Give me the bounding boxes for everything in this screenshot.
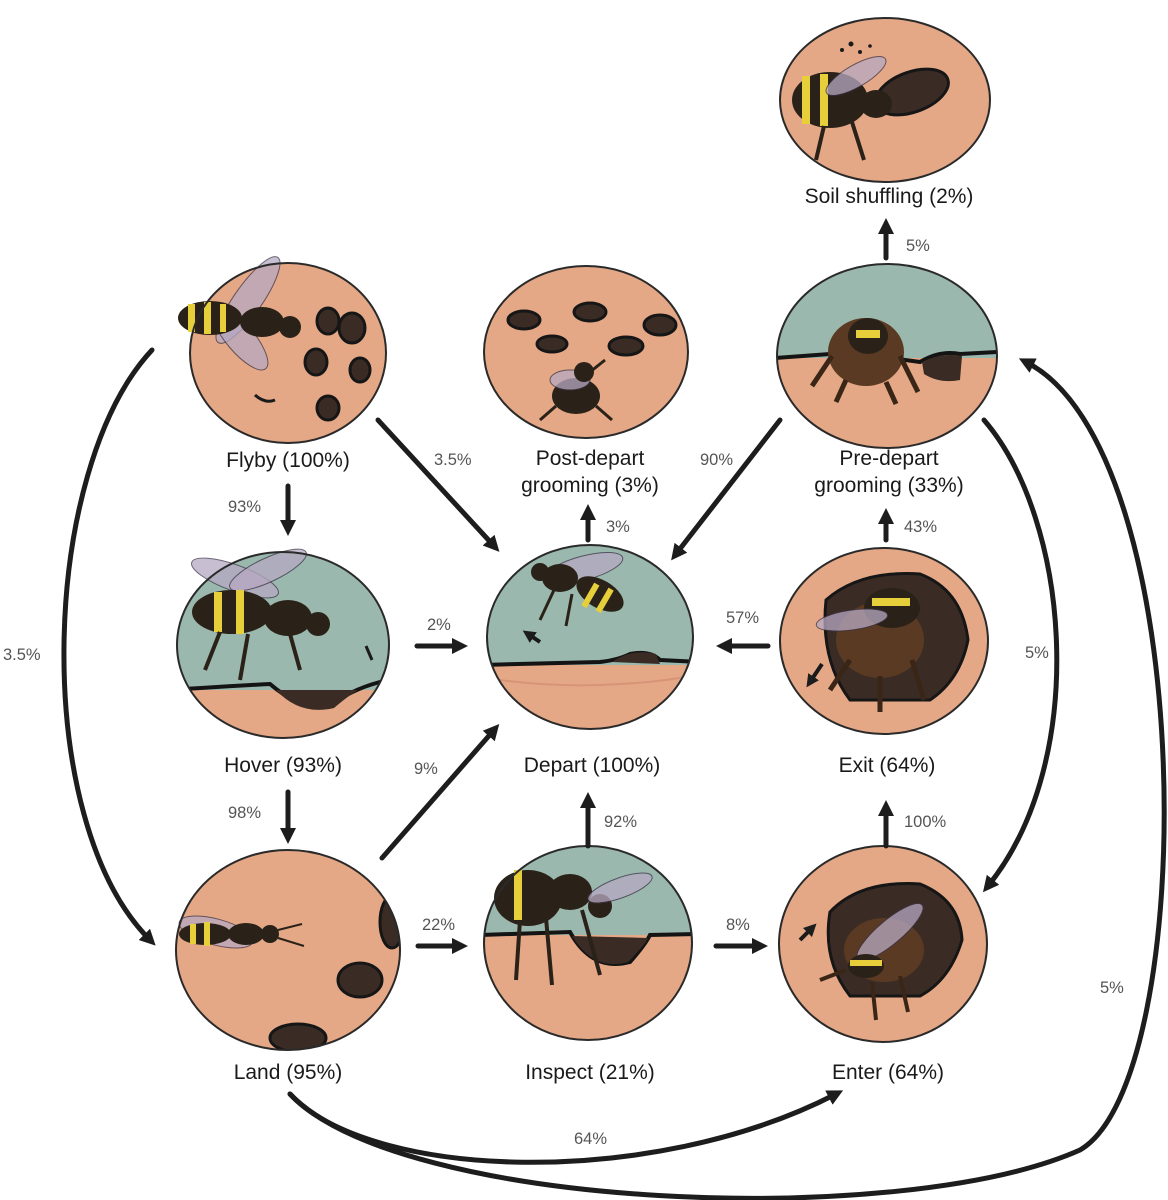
node-label-pre-depart-line2: grooming (33%) bbox=[814, 474, 963, 497]
edge-flyby-land bbox=[61, 347, 156, 946]
edge-flyby-depart bbox=[375, 417, 500, 552]
node-label-inspect: Inspect (21%) bbox=[525, 1061, 655, 1084]
wasp-icon bbox=[178, 256, 301, 371]
node-label-flyby: Flyby (100%) bbox=[226, 449, 350, 472]
node-label-exit: Exit (64%) bbox=[839, 754, 936, 777]
edge-label-land-pre-depart: 5% bbox=[1100, 979, 1124, 997]
soil-particles-icon bbox=[840, 41, 872, 54]
depart-illustration bbox=[486, 544, 694, 730]
motion-arrow-icon bbox=[798, 923, 817, 942]
node-label-enter: Enter (64%) bbox=[832, 1061, 944, 1084]
motion-arrow-icon bbox=[522, 630, 542, 644]
edge-label-flyby-land: 3.5% bbox=[3, 646, 41, 664]
motion-arrow-icon bbox=[253, 393, 276, 403]
edge-label-depart-post-depart: 3% bbox=[606, 518, 630, 536]
edge-label-land-depart: 9% bbox=[414, 760, 438, 778]
edge-label-exit-pre-depart: 43% bbox=[904, 518, 937, 536]
edge-label-flyby-depart: 3.5% bbox=[434, 451, 472, 469]
wasp-icon bbox=[815, 588, 927, 712]
edge-land-pre-depart bbox=[287, 358, 1167, 1200]
node-label-hover: Hover (93%) bbox=[224, 754, 342, 777]
edge-pre-depart-depart bbox=[671, 417, 783, 561]
edge-label-inspect-depart: 92% bbox=[604, 813, 637, 831]
wasp-icon bbox=[531, 551, 624, 627]
wasp-icon bbox=[494, 870, 653, 986]
edge-pre-depart-enter bbox=[981, 417, 1060, 893]
edge-label-land-inspect: 22% bbox=[422, 916, 455, 934]
edge-land-depart bbox=[379, 723, 500, 861]
wasp-icon bbox=[178, 915, 305, 949]
edge-label-pre-depart-depart: 90% bbox=[700, 451, 733, 469]
edge-labels: 93% 98% 3.5% 3.5% 2% 9% 22% 92% 8% 3% 90… bbox=[3, 237, 1124, 1148]
node-labels: Flyby (100%) Hover (93%) Land (95%) Post… bbox=[224, 185, 973, 1084]
edge-land-enter bbox=[287, 1090, 844, 1165]
edge-label-enter-exit: 100% bbox=[904, 813, 947, 831]
wasp-icon bbox=[792, 56, 892, 161]
wasp-icon bbox=[809, 318, 921, 406]
edges bbox=[61, 217, 1167, 1200]
exit-illustration bbox=[779, 547, 989, 735]
flyby-illustration bbox=[178, 256, 387, 444]
node-label-soil-shuffling: Soil shuffling (2%) bbox=[805, 185, 974, 208]
node-label-land: Land (95%) bbox=[234, 1061, 343, 1084]
motion-arrow-icon bbox=[806, 662, 824, 688]
edge-label-hover-depart: 2% bbox=[427, 616, 451, 634]
node-label-post-depart-line1: Post-depart bbox=[536, 447, 645, 470]
node-label-depart: Depart (100%) bbox=[524, 754, 661, 777]
edge-label-land-enter: 64% bbox=[574, 1130, 607, 1148]
pre-depart-grooming-illustration bbox=[776, 263, 998, 449]
inspect-illustration bbox=[483, 845, 693, 1041]
wasp-icon bbox=[191, 548, 330, 681]
node-label-pre-depart-line1: Pre-depart bbox=[839, 447, 938, 470]
edge-label-pre-depart-soil: 5% bbox=[906, 237, 930, 255]
hover-illustration bbox=[176, 548, 390, 739]
node-label-post-depart-line2: grooming (3%) bbox=[521, 474, 659, 497]
edge-label-exit-depart: 57% bbox=[726, 609, 759, 627]
edge-label-inspect-enter: 8% bbox=[726, 916, 750, 934]
edge-label-hover-land: 98% bbox=[228, 804, 261, 822]
land-illustration bbox=[175, 849, 401, 1051]
enter-illustration bbox=[778, 845, 988, 1043]
wasp-icon bbox=[819, 902, 924, 1021]
wasp-icon bbox=[539, 358, 613, 422]
motion-arrow-icon bbox=[364, 645, 374, 661]
soil-shuffling-illustration bbox=[779, 17, 991, 183]
edge-label-flyby-hover: 93% bbox=[228, 498, 261, 516]
post-depart-grooming-illustration bbox=[483, 265, 689, 439]
edge-label-pre-depart-enter: 5% bbox=[1025, 644, 1049, 662]
